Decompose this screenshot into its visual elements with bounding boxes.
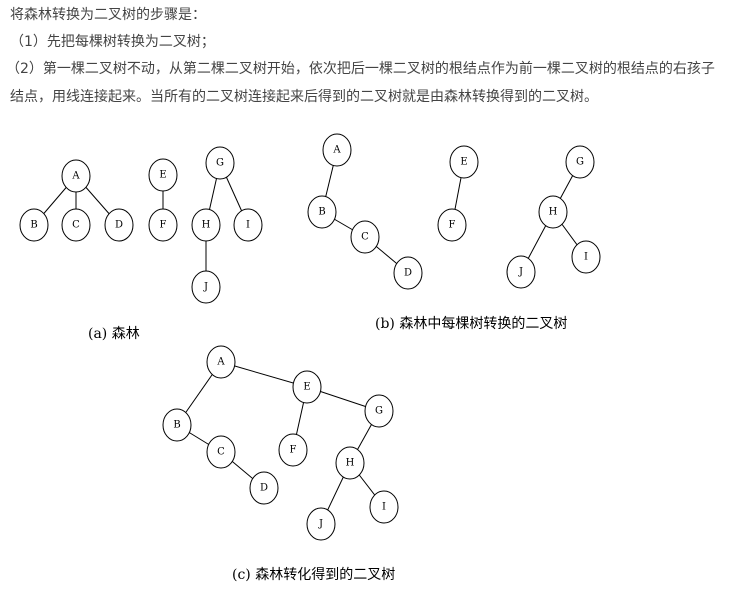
node-label: B <box>173 420 180 431</box>
converted-node-E: E <box>449 145 479 179</box>
forest-node-I: I <box>233 208 263 242</box>
combined-node-F: F <box>278 433 308 467</box>
node-label: J <box>203 282 208 293</box>
node-label: J <box>518 267 523 278</box>
node-label: I <box>382 502 386 513</box>
converted-node-B: B <box>307 195 337 229</box>
converted-node-J: J <box>506 255 536 289</box>
node-label: G <box>216 158 224 169</box>
node-label: D <box>115 220 123 231</box>
node-label: H <box>549 207 558 218</box>
forest-node-A: A <box>61 159 91 193</box>
forest-node-F: F <box>148 208 178 242</box>
caption-b: (b) 森林中每棵树转换的二叉树 <box>375 315 567 332</box>
combined-node-G: G <box>364 394 394 428</box>
combined-node-D: D <box>249 471 279 505</box>
node-label: E <box>460 157 467 168</box>
converted-node-I: I <box>571 240 601 274</box>
converted-node-C: C <box>350 220 380 254</box>
node-label: A <box>71 171 80 182</box>
node-label: H <box>346 458 355 469</box>
node-label: I <box>584 252 588 263</box>
combined-node-A: A <box>206 345 236 379</box>
node-label: E <box>159 170 166 181</box>
converted-node-H: H <box>538 195 568 229</box>
forest-node-B: B <box>19 208 49 242</box>
node-label: F <box>449 220 456 231</box>
step-2-text-line-2: 结点，用线连接起来。当所有的二叉树连接起来后得到的二叉树就是由森林转换得到的二叉… <box>10 89 598 105</box>
node-label: B <box>318 207 325 218</box>
combined-node-I: I <box>369 490 399 524</box>
forest-node-J: J <box>191 270 221 304</box>
node-label: B <box>30 220 37 231</box>
combined-node-J: J <box>306 507 336 541</box>
forest-node-D: D <box>104 208 134 242</box>
node-label: I <box>246 220 250 231</box>
step-2-text-line-1: （2）第一棵二叉树不动，从第二棵二叉树开始，依次把后一棵二叉树的根结点作为前一棵… <box>6 61 715 77</box>
step-1-text: （1）先把每棵树转换为二叉树； <box>10 34 215 50</box>
node-label: D <box>260 483 268 494</box>
combined-node-E: E <box>292 370 322 404</box>
combined-edge-A-E <box>220 361 308 388</box>
caption-a: (a) 森林 <box>88 326 140 342</box>
node-label: C <box>72 220 80 231</box>
node-label: F <box>160 220 167 231</box>
forest-node-C: C <box>61 208 91 242</box>
node-label: E <box>303 382 310 393</box>
converted-node-A: A <box>322 133 352 167</box>
combined-node-B: B <box>162 408 192 442</box>
converted-node-F: F <box>437 208 467 242</box>
node-label: G <box>576 157 584 168</box>
forest-node-G: G <box>205 146 235 180</box>
node-label: G <box>375 406 383 417</box>
node-label: F <box>290 445 297 456</box>
converted-node-G: G <box>565 145 595 179</box>
node-label: A <box>216 357 225 368</box>
converted-node-D: D <box>393 256 423 290</box>
combined-node-C: C <box>206 435 236 469</box>
combined-node-H: H <box>335 446 365 480</box>
node-label: H <box>202 220 211 231</box>
intro-text: 将森林转换为二叉树的步骤是： <box>10 7 206 23</box>
forest-node-H: H <box>191 208 221 242</box>
node-label: A <box>332 145 341 156</box>
node-label: J <box>318 519 323 530</box>
node-label: C <box>361 232 369 243</box>
node-label: D <box>404 268 412 279</box>
node-label: C <box>217 447 225 458</box>
caption-c: (c) 森林转化得到的二叉树 <box>232 566 395 583</box>
forest-node-E: E <box>148 158 178 192</box>
